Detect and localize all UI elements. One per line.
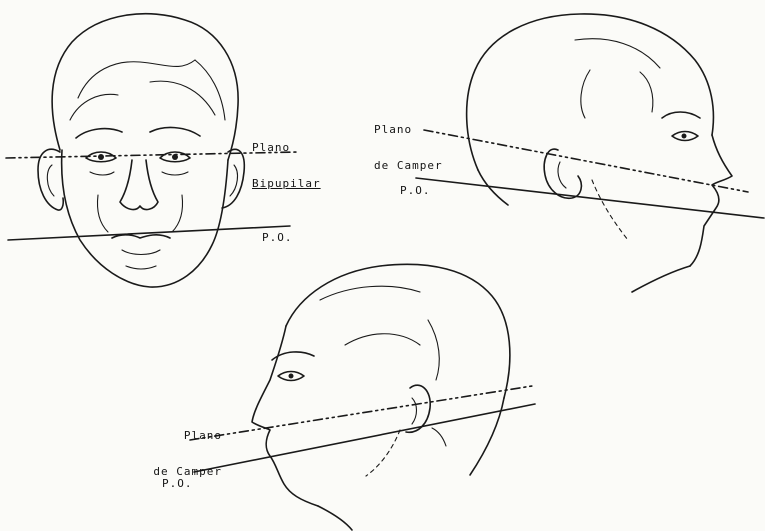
upper-profile-brow bbox=[662, 112, 700, 118]
frontal-right-under-eye bbox=[162, 172, 188, 175]
upper-occlusal-label: P.O. bbox=[400, 161, 431, 221]
lower-occlusal-label: P.O. bbox=[162, 454, 193, 514]
upper-profile-head-drawing bbox=[467, 14, 732, 292]
frontal-hair-wave-2 bbox=[70, 94, 118, 120]
lower-profile-neck-front bbox=[318, 506, 352, 530]
upper-profile-temple bbox=[581, 70, 590, 118]
lower-profile-hair-wave-2 bbox=[345, 334, 420, 345]
lower-occlusal-plane-line bbox=[194, 404, 535, 472]
frontal-hair-wave-1 bbox=[78, 60, 195, 98]
frontal-nose bbox=[120, 160, 158, 209]
frontal-hair-wave-3 bbox=[150, 81, 215, 115]
lower-profile-skull bbox=[286, 264, 510, 398]
upper-profile-face bbox=[690, 135, 732, 266]
frontal-lower-lip bbox=[122, 250, 160, 255]
frontal-left-ear-inner bbox=[47, 165, 54, 196]
lower-profile-neck-crease bbox=[432, 428, 446, 446]
frontal-right-cheek-line bbox=[172, 195, 183, 232]
lower-profile-hair-wave-1 bbox=[320, 286, 420, 300]
frontal-occlusal-label: P.O. bbox=[262, 208, 293, 268]
frontal-head-drawing bbox=[38, 14, 244, 287]
upper-profile-skull bbox=[467, 14, 714, 170]
frontal-left-pupil bbox=[98, 154, 104, 160]
upper-camper-plane-line bbox=[424, 130, 748, 192]
lower-profile-temple bbox=[428, 320, 439, 380]
lower-profile-ear-inner bbox=[412, 398, 417, 424]
lower-profile-head-drawing bbox=[252, 264, 510, 530]
bipupilar-label-line-1: Plano bbox=[252, 142, 321, 154]
upper-profile-hair-wave-2 bbox=[640, 72, 653, 112]
frontal-right-ear-inner bbox=[230, 165, 237, 196]
upper-camper-label-line-1: Plano bbox=[374, 124, 443, 136]
frontal-face-outline bbox=[62, 150, 228, 287]
frontal-mouth bbox=[112, 235, 170, 238]
frontal-hair-outline bbox=[52, 14, 238, 160]
upper-occlusal-plane-line bbox=[416, 178, 764, 218]
lower-profile-neck-back bbox=[470, 398, 504, 475]
bipupilar-label-line-2: Bipupilar bbox=[252, 178, 321, 190]
lower-camper-plane-line bbox=[190, 386, 532, 440]
frontal-left-cheek-line bbox=[97, 195, 108, 232]
frontal-hair-wave-4 bbox=[195, 60, 225, 120]
frontal-occlusal-plane-line bbox=[8, 226, 290, 240]
frontal-left-under-eye bbox=[90, 172, 114, 175]
frontal-chin-line bbox=[126, 266, 156, 269]
upper-profile-neck-front bbox=[632, 266, 690, 292]
upper-profile-hair-wave-1 bbox=[575, 39, 660, 68]
upper-occlusal-label-text: P.O. bbox=[400, 185, 431, 197]
upper-profile-pupil bbox=[682, 134, 687, 139]
upper-profile-jaw-dashed bbox=[592, 180, 628, 240]
frontal-right-brow bbox=[150, 127, 200, 136]
lower-profile-pupil bbox=[289, 374, 294, 379]
frontal-right-ear bbox=[222, 149, 244, 208]
frontal-occlusal-label-text: P.O. bbox=[262, 232, 293, 244]
lower-occlusal-label-text: P.O. bbox=[162, 478, 193, 490]
lower-camper-label-line-1: Plano bbox=[142, 430, 222, 442]
frontal-left-ear bbox=[38, 149, 63, 210]
upper-profile-ear bbox=[544, 149, 581, 198]
upper-profile-ear-inner bbox=[558, 162, 566, 188]
bipupilar-plane-label: Plano Bipupilar bbox=[252, 118, 321, 214]
frontal-left-brow bbox=[76, 129, 122, 138]
